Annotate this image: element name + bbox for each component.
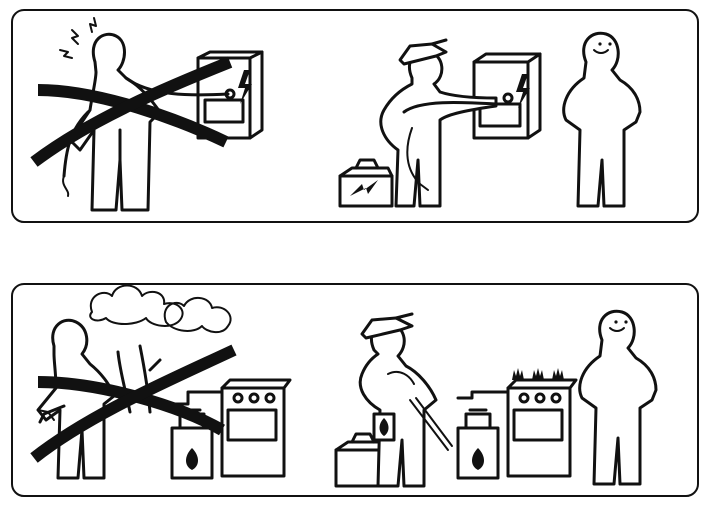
electrician-person [379,38,498,208]
flame-icon [186,448,198,470]
flame-icon [379,418,389,436]
flame-icon [512,368,524,380]
gas-bottle [456,390,510,480]
gas-panel [11,283,699,497]
diy-gas-forbidden-scene [30,284,292,480]
flame-icon [472,448,484,470]
lightning-bolt-icon [350,180,378,196]
customer-person [562,31,642,208]
customer-person [578,309,658,486]
panel-frame [11,9,699,223]
toolbox [338,158,394,208]
panel-frame [11,283,699,497]
electrical-panel [11,9,699,223]
flame-icon [532,368,544,380]
electrical-box [472,52,542,140]
cross-out-mark [30,56,233,167]
smoke-cloud [89,284,184,327]
flame-icon [552,368,564,380]
cap-icon [360,316,414,340]
gas-stove [506,368,578,478]
gas-stove [220,378,292,478]
gas-bottle [170,390,224,480]
smoke-cloud [163,297,232,333]
gas-fitter-person [358,312,453,488]
diy-electrical-forbidden-scene [30,17,264,212]
electrician-installs-scene [338,31,642,208]
cross-out-mark [30,344,237,463]
lightning-bolt-icon [516,74,530,108]
lightning-bolt-icon [238,70,252,104]
cap-icon [398,42,448,66]
gas-fitter-installs-scene [334,309,658,488]
